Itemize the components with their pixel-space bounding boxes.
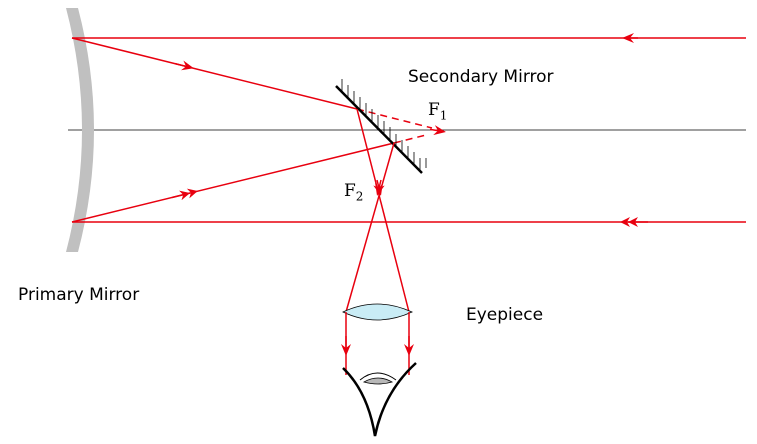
focus-1-label: F1 (428, 100, 447, 122)
eyepiece-label: Eyepiece (466, 305, 544, 325)
downward-ray-arrow-right (375, 179, 385, 196)
primary-mirror-label: Primary Mirror (18, 285, 140, 305)
eye (342, 362, 417, 437)
focus-1-letter: F (428, 100, 440, 120)
virtual-ray-bottom (393, 134, 427, 144)
virtual-ray-arrow (429, 125, 446, 135)
downward-ray-right (345, 142, 395, 313)
downward-ray-left (356, 108, 410, 313)
secondary-mirror-label: Secondary Mirror (408, 67, 554, 87)
virtual-ray-top (356, 108, 433, 129)
focus-2-label: F2 (344, 181, 363, 203)
reflected-ray-top-arrow (174, 60, 194, 71)
reflected-ray-top (71, 37, 358, 110)
focus-2-index: 2 (355, 189, 364, 204)
reflected-ray-bottom-arrow (171, 188, 198, 201)
secondary-mirror (335, 79, 427, 174)
focus-2-letter: F (344, 181, 356, 201)
eyepiece-lens (342, 303, 413, 321)
reflected-ray-bottom (71, 142, 395, 223)
primary-mirror (66, 8, 94, 252)
focus-1-index: 1 (439, 108, 448, 123)
